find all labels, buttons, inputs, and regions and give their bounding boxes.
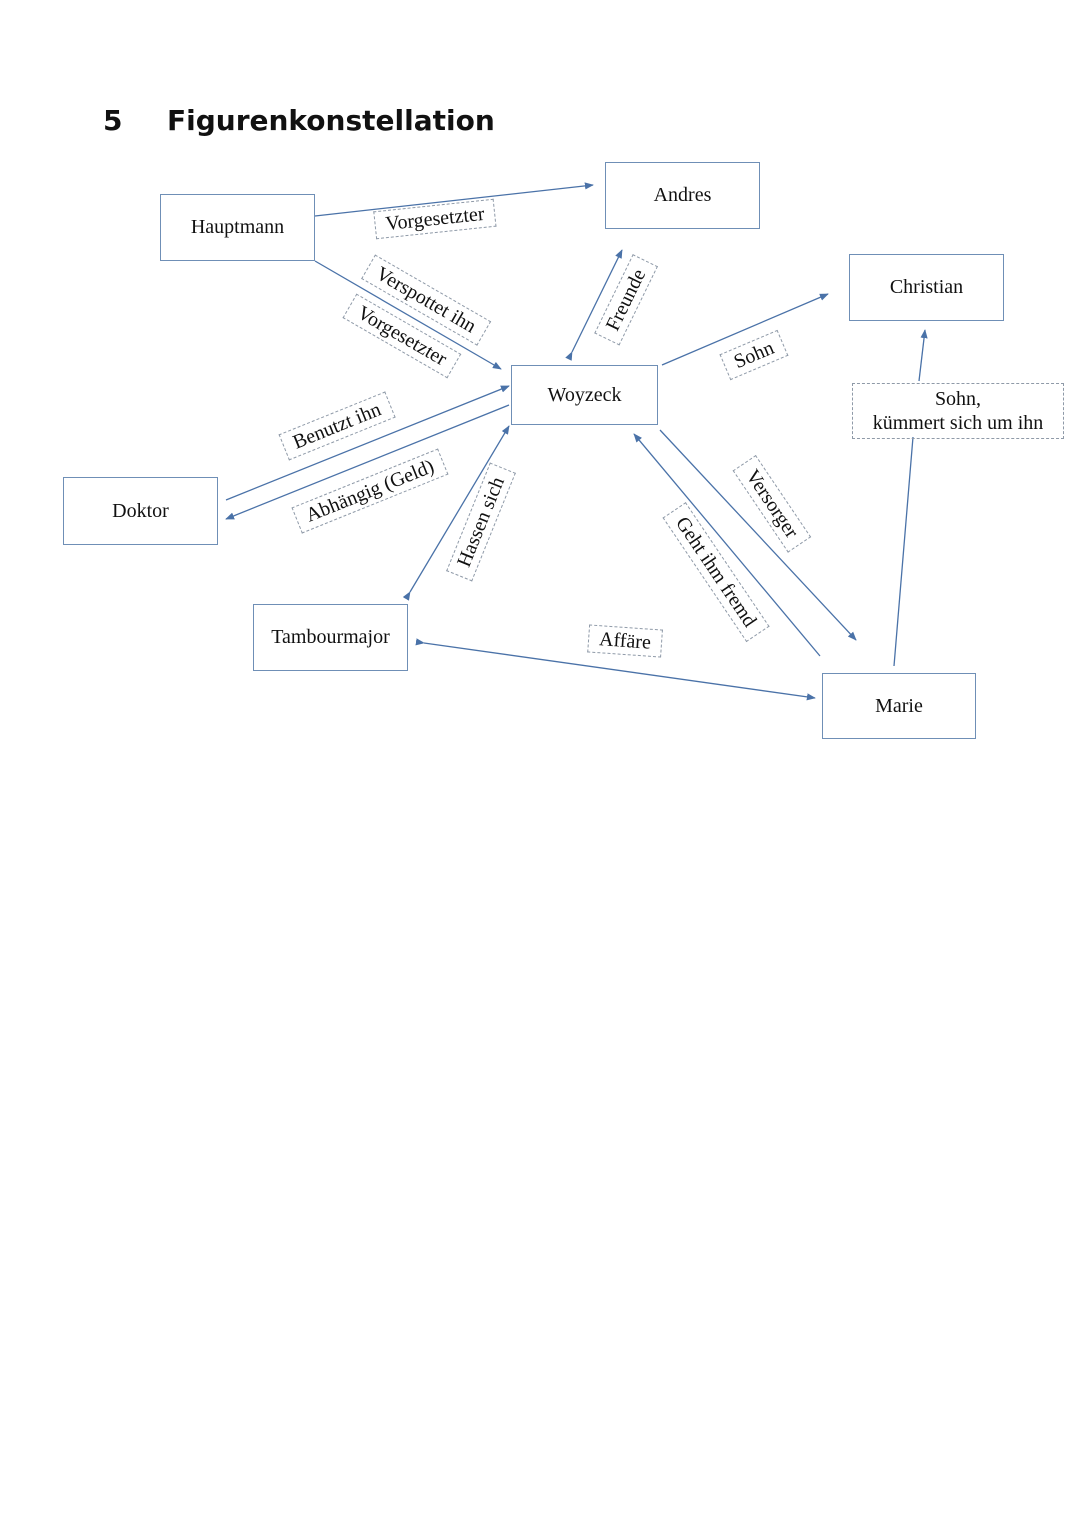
edge-doktor-woyzeck xyxy=(225,385,510,501)
node-doktor: Doktor xyxy=(63,477,218,545)
edge-label-christian xyxy=(918,329,928,382)
label-marie-christian: Sohn, kümmert sich um ihn xyxy=(852,383,1064,439)
node-andres: Andres xyxy=(605,162,760,229)
node-marie: Marie xyxy=(822,673,976,739)
edge-hauptmann-andres xyxy=(314,182,594,217)
label-marie-christian-line1: Sohn, xyxy=(934,388,982,410)
node-tambourmajor: Tambourmajor xyxy=(253,604,408,671)
heading-title: Figurenkonstellation xyxy=(167,104,495,137)
page-heading: 5 Figurenkonstellation xyxy=(103,104,495,137)
edge-hauptmann-woyzeck xyxy=(314,260,502,370)
node-woyzeck: Woyzeck xyxy=(511,365,658,425)
edge-woyzeck-doktor xyxy=(225,404,510,520)
heading-number: 5 xyxy=(103,104,123,137)
node-hauptmann: Hauptmann xyxy=(160,194,315,261)
label-tambourmajor-marie: Affäre xyxy=(587,624,663,658)
edge-marie-woyzeck xyxy=(633,433,821,657)
edge-woyzeck-tambourmajor xyxy=(402,425,510,601)
edge-woyzeck-andres xyxy=(565,249,623,361)
edge-woyzeck-marie xyxy=(659,429,857,641)
edge-marie-christian xyxy=(893,436,914,667)
edge-woyzeck-christian xyxy=(661,293,829,366)
edge-tambourmajor-marie xyxy=(415,638,816,701)
label-marie-christian-line2: kümmert sich um ihn xyxy=(872,412,1044,434)
node-christian: Christian xyxy=(849,254,1004,321)
